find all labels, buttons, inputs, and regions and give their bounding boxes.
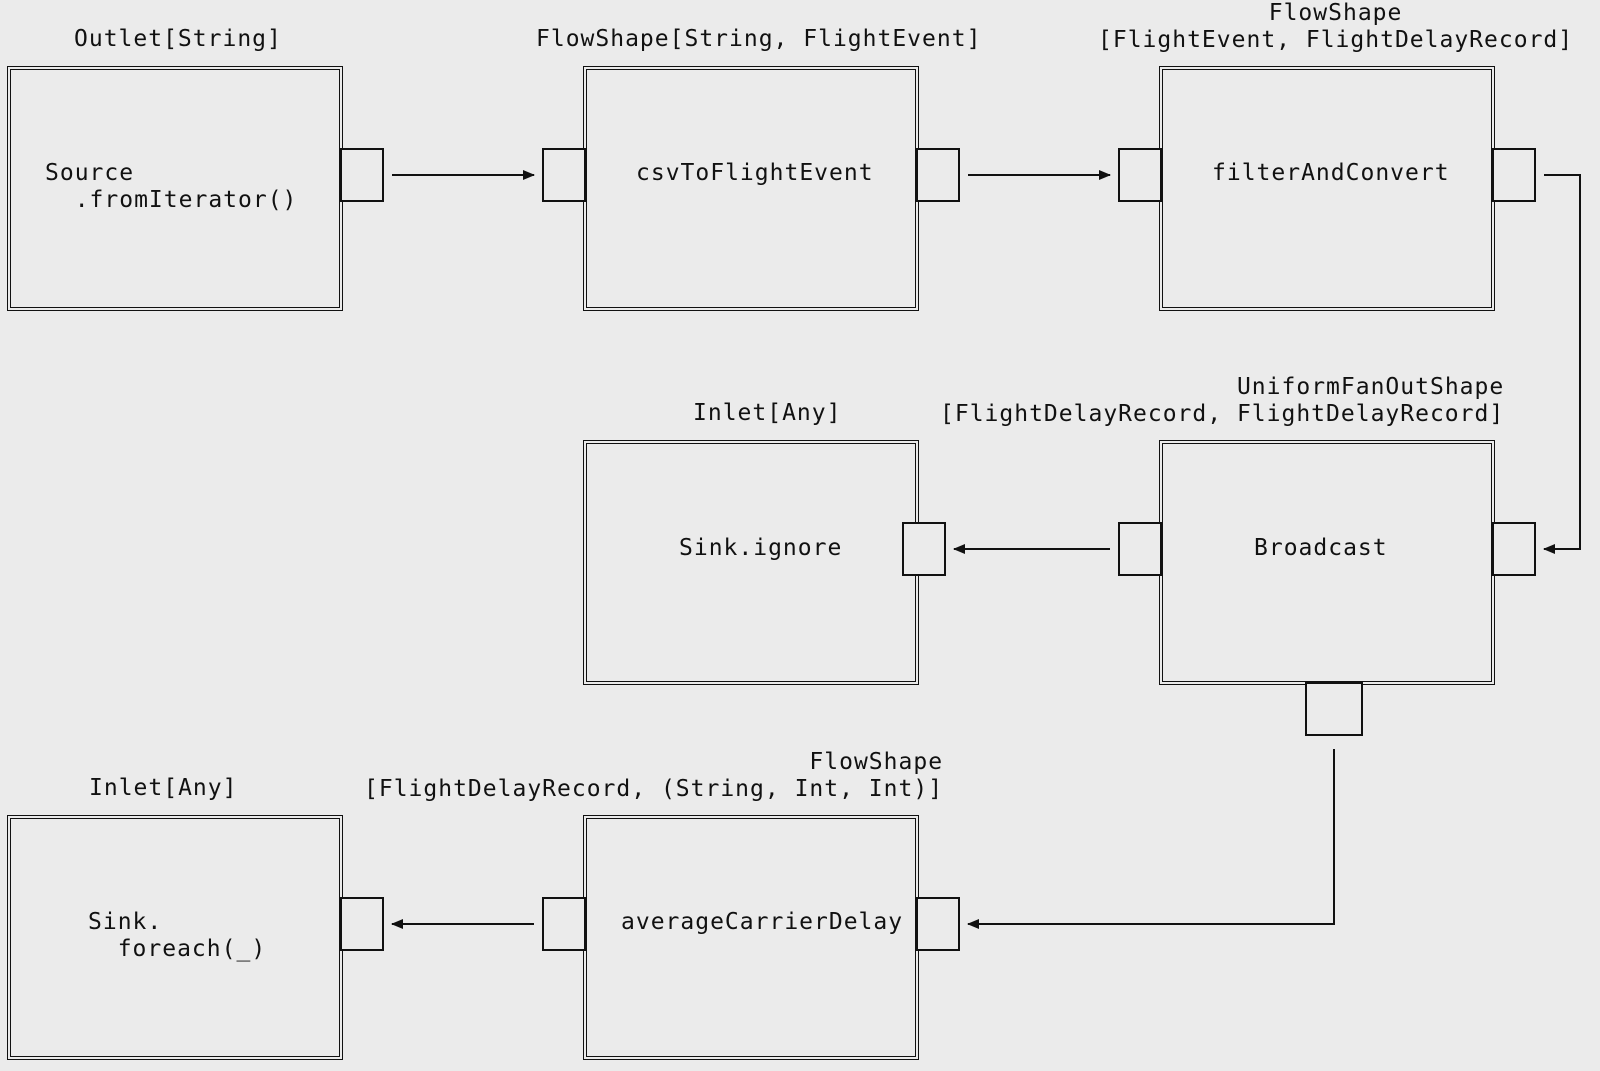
ignore-type-label: Inlet[Any] bbox=[693, 400, 842, 426]
edge-filter-to-broadcast bbox=[1543, 174, 1581, 554]
ignore-stage bbox=[583, 440, 919, 685]
average-inlet-port bbox=[916, 897, 960, 951]
broadcast-type-label: UniformFanOutShape [FlightDelayRecord, F… bbox=[940, 374, 1505, 427]
csv-type-label: FlowShape[String, FlightEvent] bbox=[536, 26, 982, 52]
broadcast-inlet-port bbox=[1492, 522, 1536, 576]
ignore-stage-text: Sink.ignore bbox=[679, 535, 843, 561]
filter-stage-text: filterAndConvert bbox=[1212, 160, 1450, 186]
broadcast-stage-text: Broadcast bbox=[1254, 535, 1388, 561]
broadcast-outlet-left-port bbox=[1118, 522, 1162, 576]
filter-type-label: FlowShape [FlightEvent, FlightDelayRecor… bbox=[1098, 0, 1574, 53]
broadcast-stage bbox=[1159, 440, 1495, 685]
broadcast-outlet-bottom-port bbox=[1305, 682, 1363, 736]
csv-stage-text: csvToFlightEvent bbox=[636, 160, 874, 186]
csv-outlet-port bbox=[916, 148, 960, 202]
source-outlet-port bbox=[340, 148, 384, 202]
filter-outlet-port bbox=[1492, 148, 1536, 202]
source-stage-text: Source .fromIterator() bbox=[45, 160, 298, 213]
edge-broadcast-to-average bbox=[967, 749, 1335, 929]
average-outlet-port bbox=[542, 897, 586, 951]
source-type-label: Outlet[String] bbox=[74, 26, 282, 52]
foreach-stage-text: Sink. foreach(_) bbox=[88, 909, 267, 962]
foreach-inlet-port bbox=[340, 897, 384, 951]
filter-stage bbox=[1159, 66, 1495, 311]
average-stage-text: averageCarrierDelay bbox=[621, 909, 904, 935]
csv-inlet-port bbox=[542, 148, 586, 202]
csv-stage bbox=[583, 66, 919, 311]
filter-inlet-port bbox=[1118, 148, 1162, 202]
ignore-inlet-port bbox=[902, 522, 946, 576]
foreach-type-label: Inlet[Any] bbox=[89, 775, 238, 801]
average-stage bbox=[583, 815, 919, 1060]
average-type-label: FlowShape [FlightDelayRecord, (String, I… bbox=[364, 749, 944, 802]
